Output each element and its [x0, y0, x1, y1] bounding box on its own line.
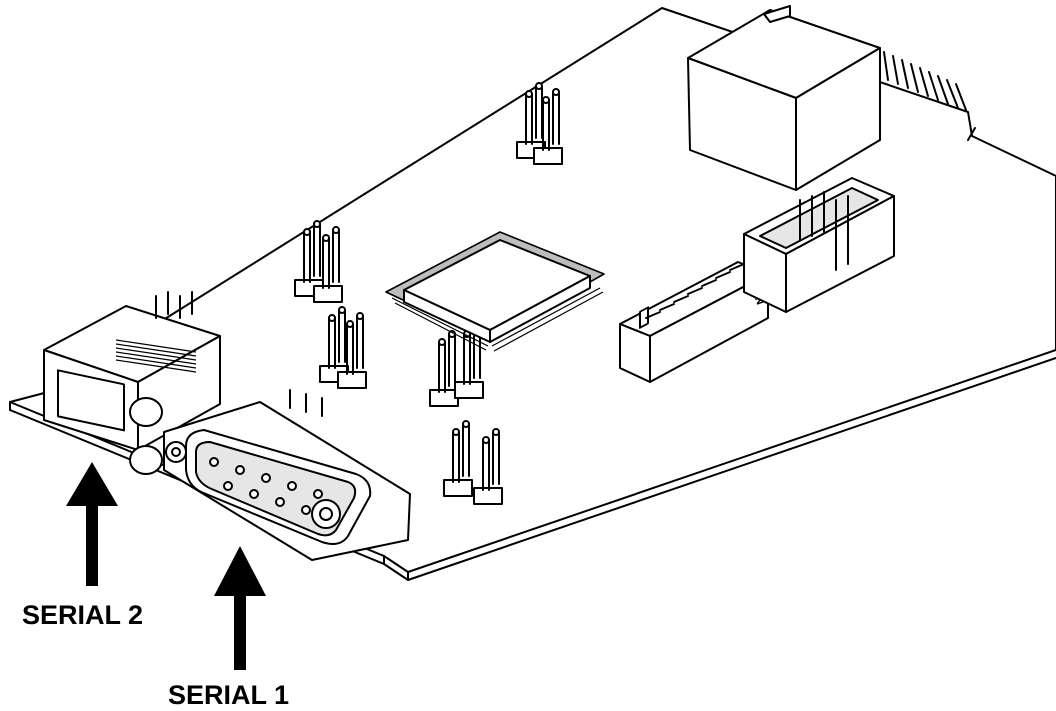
edge-connector-fingers — [883, 51, 976, 141]
serial-1-port — [163, 389, 411, 561]
boxed-header — [743, 177, 895, 313]
serial-2-contacts — [115, 339, 197, 373]
microcontroller-chip — [385, 231, 605, 352]
status-leds — [129, 397, 163, 475]
serial-2-arrow — [66, 462, 118, 586]
serial-1-label: SERIAL 1 — [168, 680, 290, 710]
serial-1-arrow — [214, 546, 266, 670]
db9-pins — [209, 457, 323, 515]
serial-2-label: SERIAL 2 — [22, 600, 144, 630]
ethernet-jack — [687, 5, 881, 191]
